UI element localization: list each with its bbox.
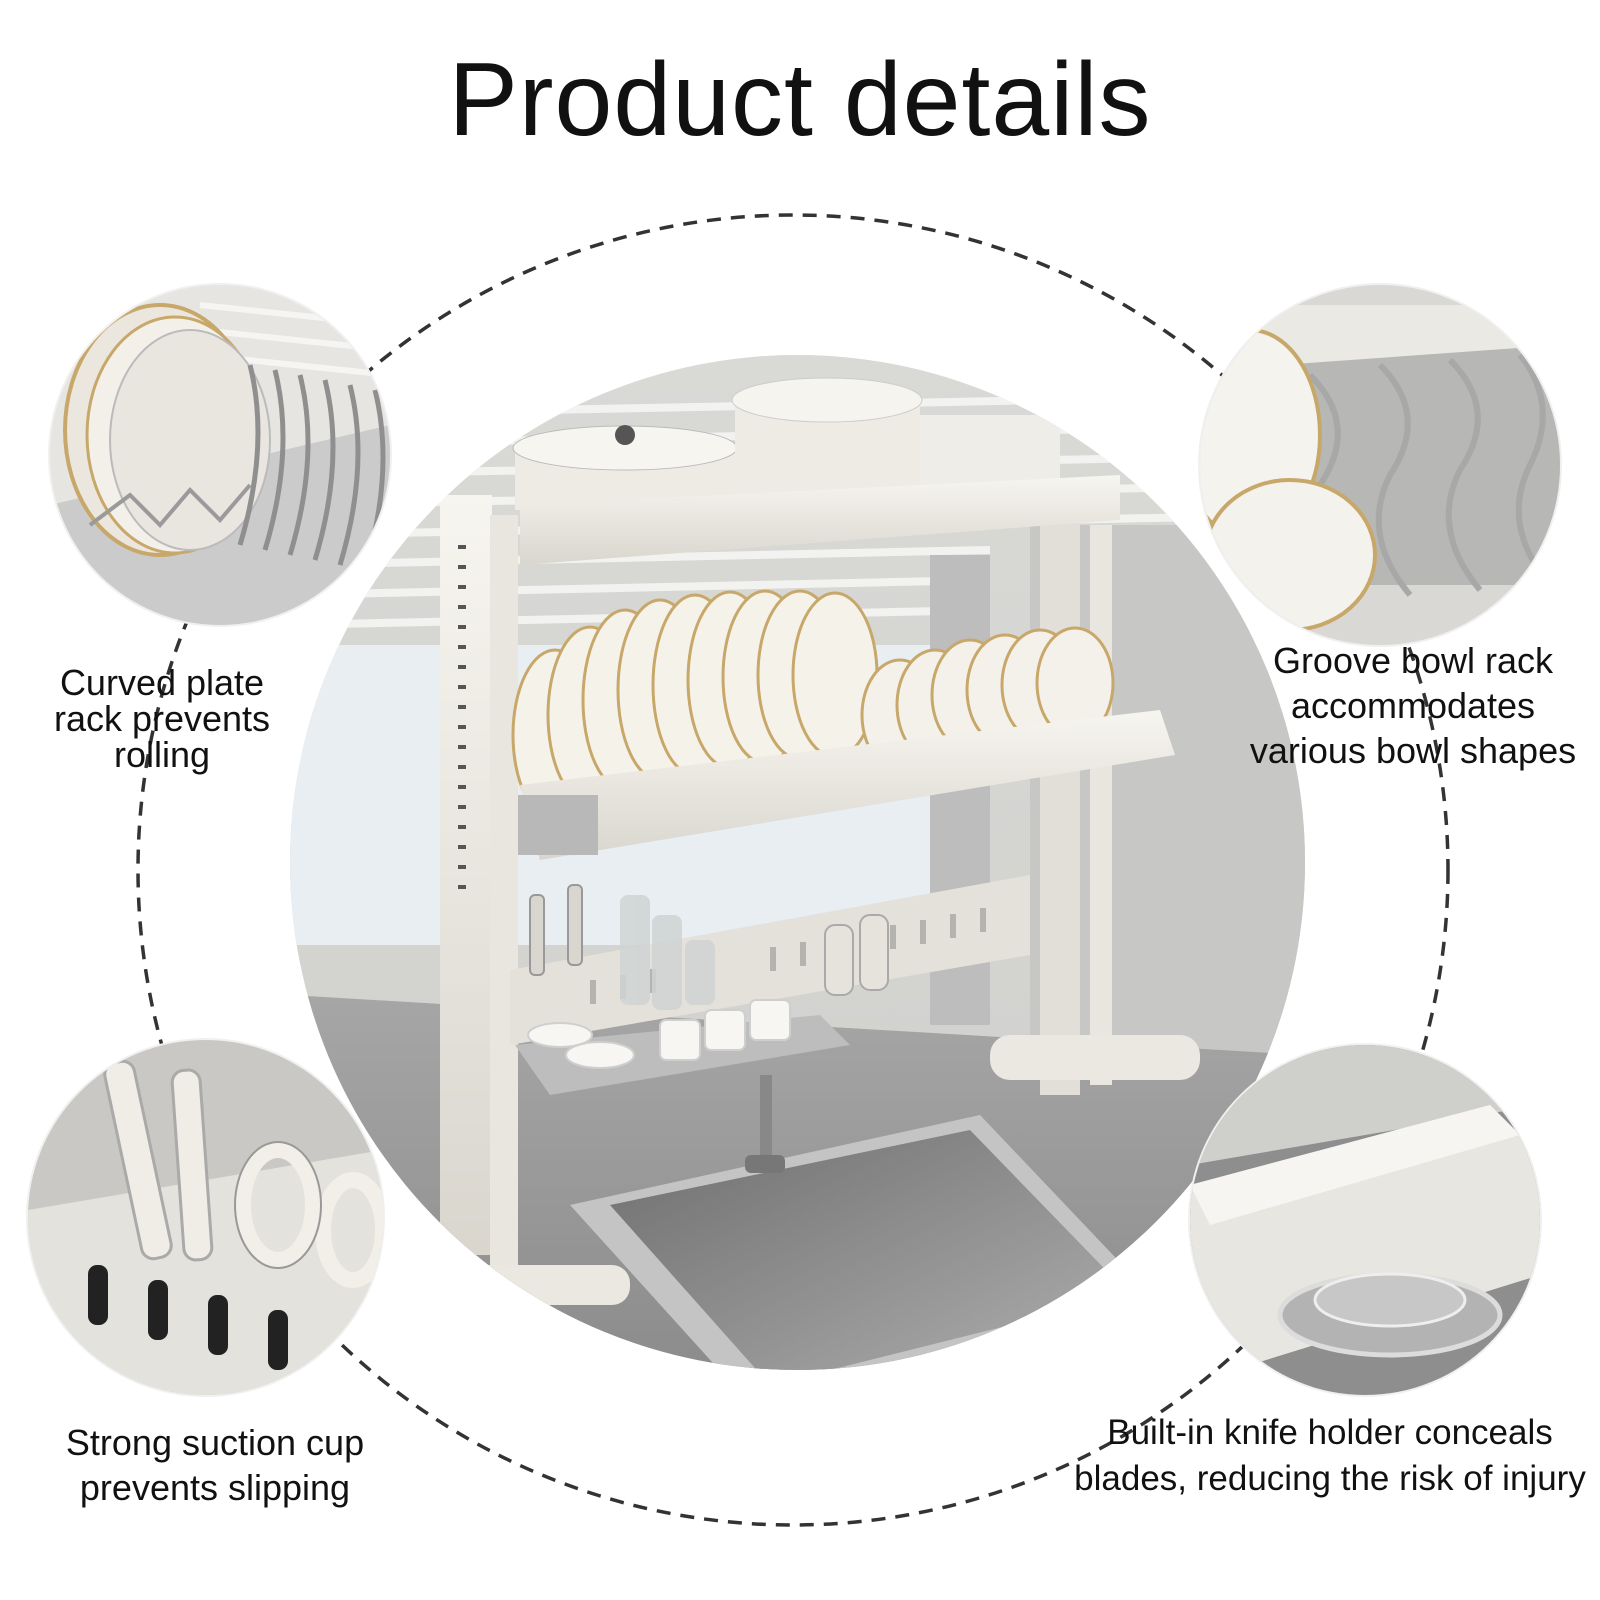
page-title: Product details [448,42,1152,158]
caption-knife-holder: Built-in knife holder conceals blades, r… [1074,1413,1586,1498]
knife-holder-icon [28,1040,383,1395]
curved-plate-rack-icon [50,285,390,625]
caption-groove-bowl-rack: Groove bowl rack accommodates various bo… [1249,640,1577,771]
caption-suction-cup: Strong suction cup prevents slipping [65,1422,365,1508]
hero-product-image [290,355,1305,1370]
caption-curved-plate-rack: Curved plate rack prevents rolling [53,662,271,775]
suction-cup-foot-icon [1190,1045,1540,1395]
groove-bowl-rack-icon [1200,285,1560,645]
